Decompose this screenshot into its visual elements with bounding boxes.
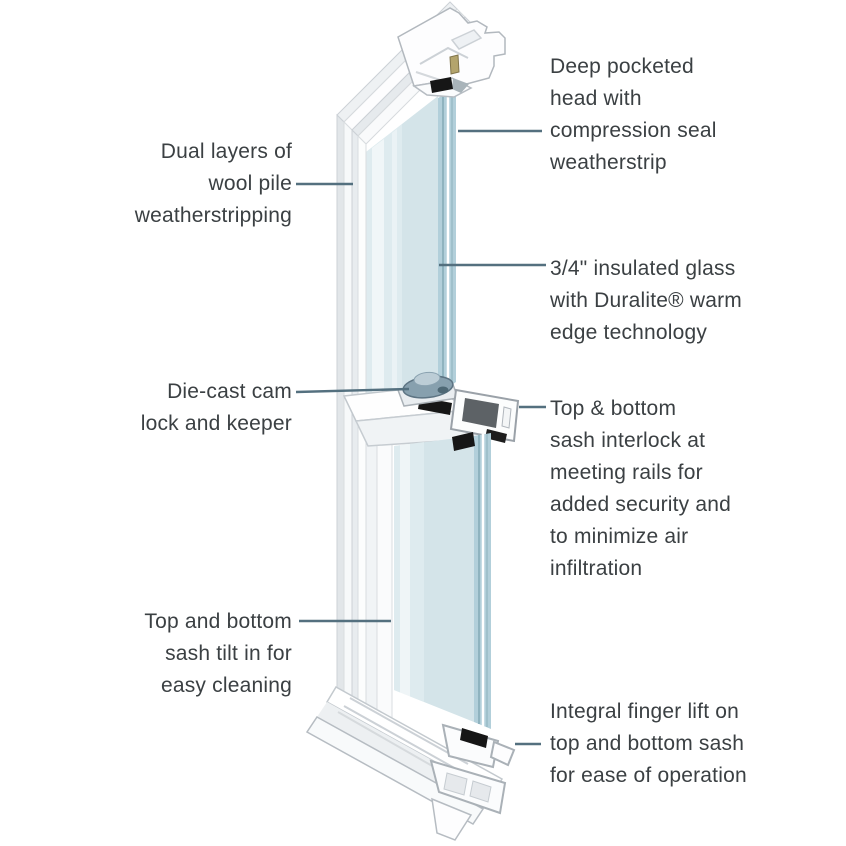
label-dual-wool-pile: Dual layers of wool pile weatherstrippin… <box>135 136 292 232</box>
leader-lines <box>295 129 546 746</box>
lower-glass <box>394 432 491 729</box>
sash-stile-band <box>376 399 393 722</box>
weatherstrip-pocket <box>452 78 469 93</box>
frame-jamb-bands <box>336 113 393 722</box>
sill-chamber <box>443 772 468 796</box>
label-sash-interlock: Top & bottom sash interlock at meeting r… <box>550 393 731 585</box>
label-line: weatherstrip <box>550 151 667 174</box>
lower-glass-top-seal <box>452 432 475 451</box>
glass-reflection <box>400 444 410 697</box>
leader-line-cam-lock <box>295 387 410 394</box>
sill-apron <box>431 797 473 841</box>
label-line: with Duralite® warm <box>550 289 742 312</box>
label-finger-lift: Integral finger lift on top and bottom s… <box>550 696 747 792</box>
sash-stile-band <box>365 399 378 713</box>
label-line: added security and <box>550 493 732 516</box>
label-line: compression seal <box>550 119 717 142</box>
label-line: easy cleaning <box>160 674 292 697</box>
sill-groove <box>343 705 459 771</box>
label-line: 3/4" insulated glass <box>550 257 736 280</box>
cam-lock-notch <box>437 386 449 394</box>
label-deep-pocketed-head: Deep pocketed head with compression seal… <box>550 51 717 179</box>
label-line: Dual layers of <box>160 140 292 163</box>
finger-lift-lip <box>489 740 516 767</box>
label-line: infiltration <box>550 557 643 580</box>
cam-lock-handle <box>413 371 441 387</box>
label-line: Die-cast cam <box>167 380 292 403</box>
glazing-seal <box>460 728 488 748</box>
jamb-band <box>336 113 345 694</box>
label-line: to minimize air <box>550 525 689 548</box>
glass-reflection <box>372 139 384 420</box>
label-cam-lock: Die-cast cam lock and keeper <box>141 376 292 440</box>
interlock-chamber <box>462 398 499 428</box>
label-line: sash interlock at <box>550 429 706 452</box>
label-line: Top & bottom <box>550 397 677 420</box>
compression-seal <box>430 77 453 93</box>
sill-groove <box>337 711 449 776</box>
sill-chamber <box>469 780 492 803</box>
label-line: lock and keeper <box>140 412 292 435</box>
interlock-seal <box>485 429 507 443</box>
upper-glass <box>366 88 456 424</box>
sill-face <box>305 716 485 825</box>
glass-reflection <box>392 129 397 411</box>
label-line: edge technology <box>550 321 708 344</box>
label-line: for ease of operation <box>550 764 747 787</box>
interlock-slot <box>501 406 512 429</box>
head-chamber-line <box>419 46 469 65</box>
label-insulated-glass: 3/4" insulated glass with Duralite® warm… <box>550 253 742 349</box>
screw-boss <box>449 54 460 75</box>
label-line: top and bottom sash <box>550 732 745 755</box>
label-line: meeting rails for <box>550 461 703 484</box>
label-line: Integral finger lift on <box>550 700 740 723</box>
head-cross-section <box>397 7 506 98</box>
label-sash-tilt: Top and bottom sash tilt in for easy cle… <box>144 606 292 702</box>
head-chamber <box>450 29 483 50</box>
label-line: Top and bottom <box>144 610 292 633</box>
label-line: head with <box>550 87 642 110</box>
label-line: weatherstripping <box>134 204 292 227</box>
sill-cross-section <box>429 723 516 841</box>
label-line: wool pile <box>208 172 292 195</box>
label-line: sash tilt in for <box>165 642 292 665</box>
label-line: Deep pocketed <box>550 55 694 78</box>
interlock-cut-face <box>449 388 520 443</box>
